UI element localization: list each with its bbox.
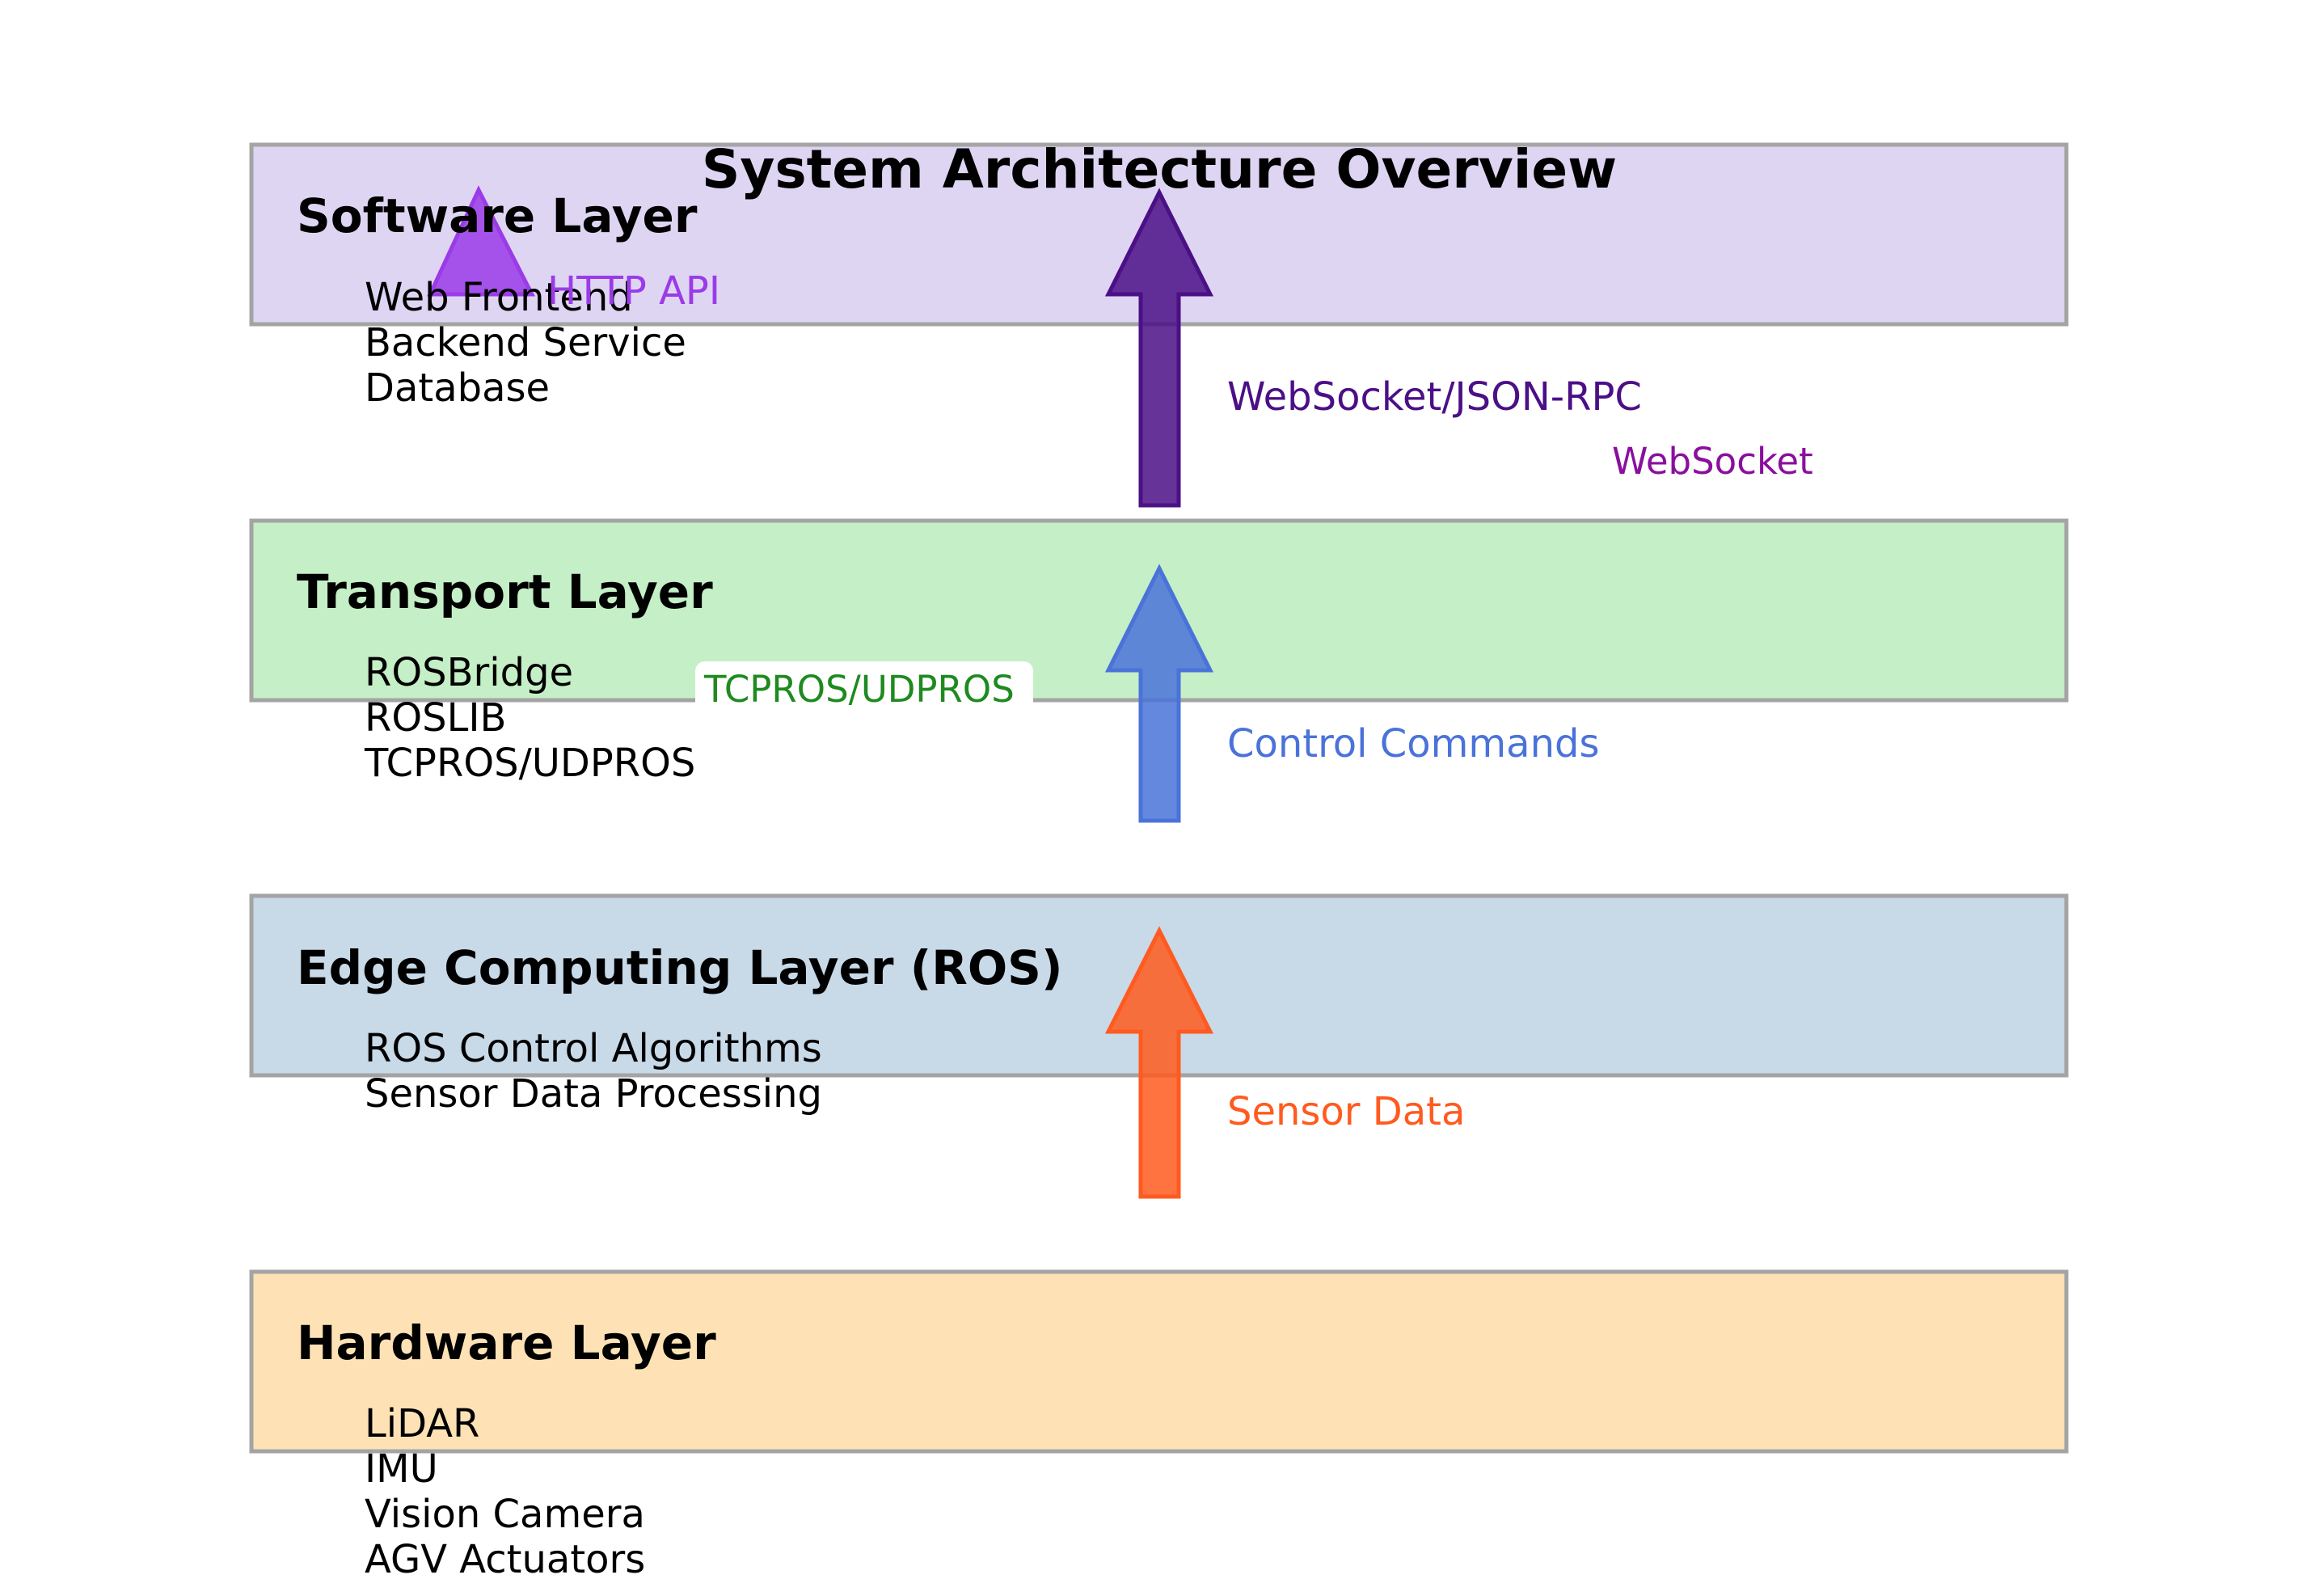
websocket-rpc-arrow [1104, 188, 1214, 508]
transport-layer-title: Transport Layer [297, 564, 713, 619]
http-api-label: HTTP API [547, 268, 720, 314]
software-item-2: Backend Service [365, 320, 686, 365]
transport-item-2: ROSLIB [365, 695, 506, 741]
edge-layer-title: Edge Computing Layer (ROS) [297, 940, 1062, 995]
edge-item-1: ROS Control Algorithms [365, 1026, 822, 1071]
hardware-item-1: LiDAR [365, 1401, 479, 1446]
edge-item-2: Sensor Data Processing [365, 1071, 822, 1117]
control-commands-label: Control Commands [1227, 721, 1599, 766]
http-api-arrow [427, 185, 536, 297]
hardware-item-4: AGV Actuators [365, 1537, 645, 1582]
websocket-rpc-label: WebSocket/JSON-RPC [1227, 374, 1642, 420]
software-layer-title: Software Layer [297, 188, 698, 243]
hardware-item-2: IMU [365, 1446, 438, 1492]
control-commands-arrow [1104, 564, 1214, 823]
software-item-3: Database [365, 365, 550, 411]
diagram-title: System Architecture Overview [702, 138, 1617, 201]
websocket-label: WebSocket [1612, 440, 1813, 483]
hardware-layer-box [249, 1269, 2069, 1454]
hardware-item-3: Vision Camera [365, 1492, 645, 1537]
sensor-data-label: Sensor Data [1227, 1089, 1465, 1134]
software-item-1: Web Frontend [365, 275, 633, 320]
sensor-data-arrow [1104, 926, 1214, 1199]
tcpros-label: TCPROS/UDPROS [703, 668, 1015, 711]
hardware-layer-title: Hardware Layer [297, 1315, 716, 1370]
tcpros-label-background [695, 661, 1033, 718]
transport-item-1: ROSBridge [365, 650, 573, 695]
transport-item-3: TCPROS/UDPROS [364, 741, 695, 786]
